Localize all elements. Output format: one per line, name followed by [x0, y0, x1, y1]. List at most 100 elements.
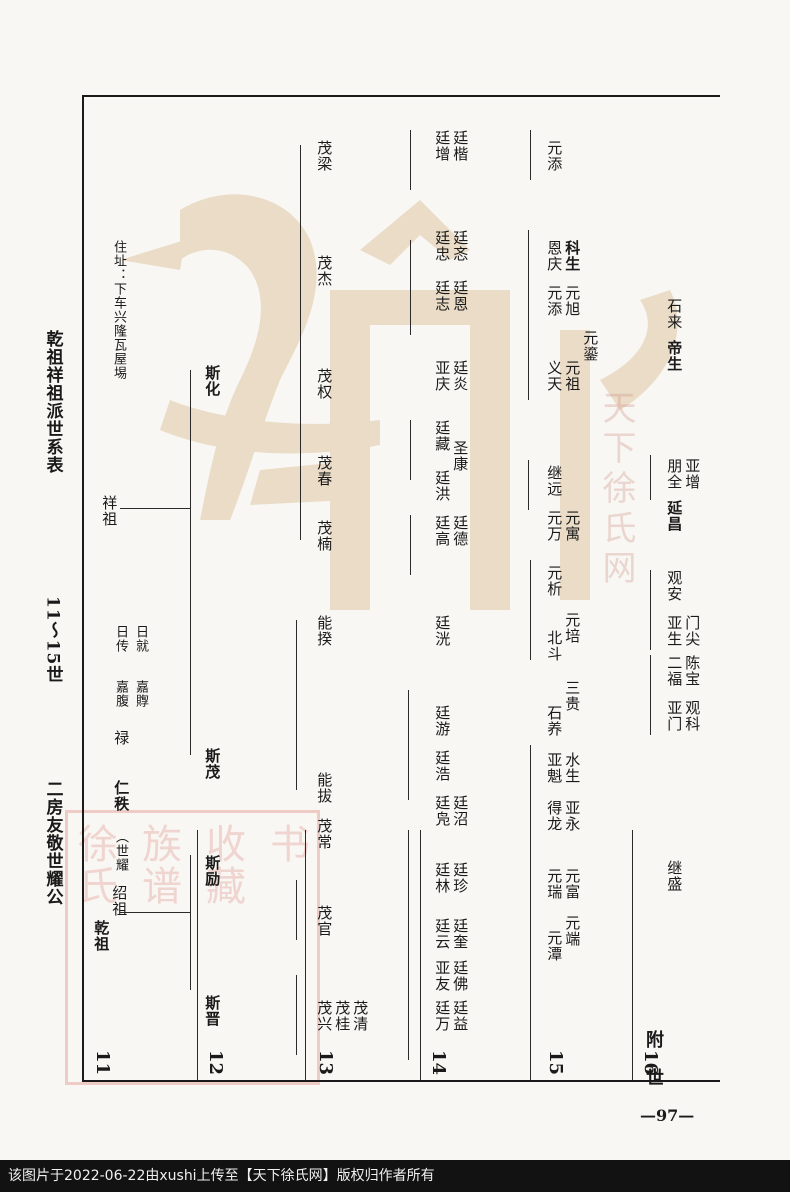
generation-label-16: 16	[640, 1050, 661, 1076]
member-yuantian-1: 元添	[545, 285, 564, 317]
member-pengquan: 朋全	[665, 458, 684, 490]
member-guanke: 观科	[683, 700, 702, 732]
connector	[408, 830, 409, 1060]
watermark-bird-logo-icon	[120, 194, 678, 610]
member-yuanliu: 元鎏	[581, 330, 600, 362]
member-tingfu: 廷凫	[433, 795, 452, 827]
ancestor-renzhi: 仁秩	[112, 780, 131, 812]
member-sihua: 斯化	[203, 365, 222, 397]
connector	[190, 370, 191, 755]
member-yuanrui: 元瑞	[545, 868, 564, 900]
residence-note: 住址：下车兴隆瓦屋埸	[110, 240, 126, 380]
member-menjian: 门尖	[683, 615, 702, 647]
upload-credit-footer: 该图片于2022-06-22由xushi上传至【天下徐氏网】版权归作者所有	[0, 1160, 790, 1192]
member-shuisheng: 水生	[563, 752, 582, 784]
member-tingwan: 廷万	[433, 1000, 452, 1032]
frame-left	[82, 95, 84, 1080]
member-yakui: 亚魁	[545, 752, 564, 784]
member-nengkui: 能揆	[315, 615, 334, 647]
connector	[650, 570, 651, 650]
member-yayong: 亚永	[563, 800, 582, 832]
member-tingzeng: 廷增	[433, 130, 452, 162]
member-yuanfu: 元富	[563, 868, 582, 900]
member-tingyou: 廷游	[433, 705, 452, 737]
member-tinggao: 廷高	[433, 515, 452, 547]
member-yuanxi: 元析	[545, 565, 564, 597]
connector	[410, 420, 411, 480]
table-title: 乾祖祥祖派世系表	[42, 330, 63, 474]
generation-label-13: 13	[315, 1050, 336, 1076]
member-maojie: 茂杰	[315, 255, 334, 287]
member-tingkai: 廷楷	[451, 130, 470, 162]
member-yanchang: 延昌	[665, 500, 684, 532]
member-tingde: 廷德	[451, 515, 470, 547]
member-yuanzu: 元祖	[563, 360, 582, 392]
connector	[120, 508, 190, 509]
ancestor-richuan: 日传	[112, 625, 128, 653]
member-tingyun: 廷云	[433, 918, 452, 950]
connector	[408, 690, 409, 800]
member-yuanwan: 元万	[545, 510, 564, 542]
chapter-title: 二房友敬世耀公	[42, 780, 63, 906]
member-tingkui: 廷奎	[451, 918, 470, 950]
ancestor-qianzu: 乾祖	[92, 920, 111, 952]
row-divider	[420, 830, 421, 1080]
member-disheng: 帝生	[665, 340, 684, 372]
member-nengba: 能拔	[315, 772, 334, 804]
member-tinglin: 廷林	[433, 862, 452, 894]
member-yuanduan: 元端	[563, 915, 582, 947]
member-simao: 斯茂	[203, 748, 222, 780]
member-maogui: 茂桂	[333, 1000, 352, 1032]
member-tingzhi: 廷志	[433, 280, 452, 312]
member-yuanpei: 元培	[563, 612, 582, 644]
member-tingmin: 廷忞	[451, 230, 470, 262]
member-maoliang: 茂梁	[315, 140, 334, 172]
generation-label-15: 15	[545, 1050, 566, 1076]
member-tingzhong: 廷忠	[433, 230, 452, 262]
member-yuanxu: 元旭	[563, 285, 582, 317]
member-yasheng: 亚生	[665, 615, 684, 647]
member-tinghong: 廷洪	[433, 470, 452, 502]
member-tingzhen: 廷珍	[451, 862, 470, 894]
row-divider	[197, 830, 198, 1080]
member-tinghao: 廷浩	[433, 750, 452, 782]
connector	[120, 912, 190, 913]
ancestor-xiangzu: 祥祖	[100, 495, 119, 527]
connector	[190, 855, 191, 990]
connector	[650, 455, 651, 500]
generation-label-12: 12	[205, 1050, 226, 1076]
ancestor-shaozu: 绍祖	[110, 885, 129, 917]
member-shengkang: 圣康	[451, 440, 470, 472]
member-tingzang: 廷藏	[433, 420, 452, 452]
member-jiyuan: 继远	[545, 465, 564, 497]
collection-seal-stamp: 徐氏 族谱 收藏 书	[65, 810, 320, 1085]
connector	[410, 240, 411, 335]
connector	[410, 130, 411, 190]
member-tingfo: 廷佛	[451, 960, 470, 992]
member-maoqing: 茂清	[351, 1000, 370, 1032]
appendix-label: 附	[643, 1030, 664, 1048]
connector	[530, 560, 531, 660]
member-yazeng: 亚增	[683, 458, 702, 490]
member-tingen: 廷恩	[451, 280, 470, 312]
connector	[296, 880, 297, 940]
member-shiyang: 石养	[545, 705, 564, 737]
member-sangui: 三贵	[563, 680, 582, 712]
member-shilai: 石来	[665, 298, 684, 330]
member-chenbao: 陈宝	[683, 655, 702, 687]
member-erfu: 二福	[665, 655, 684, 687]
member-maonan: 茂楠	[315, 520, 334, 552]
member-sili: 斯励	[203, 855, 222, 887]
member-sijin: 斯晋	[203, 995, 222, 1027]
connector	[528, 230, 529, 400]
member-yuanyu: 元寓	[563, 510, 582, 542]
member-yayou: 亚友	[433, 960, 452, 992]
member-enqing: 恩庆	[545, 240, 564, 272]
ancestor-rijiu: 日就	[132, 625, 148, 653]
member-yitian: 义天	[545, 360, 564, 392]
generation-label-11: 11	[92, 1050, 113, 1076]
member-maoxing: 茂兴	[315, 1000, 334, 1032]
ancestor-jiajin: 嘉賯	[132, 680, 148, 708]
member-kesheng: 科生	[563, 240, 582, 272]
member-beidou: 北斗	[545, 630, 564, 662]
